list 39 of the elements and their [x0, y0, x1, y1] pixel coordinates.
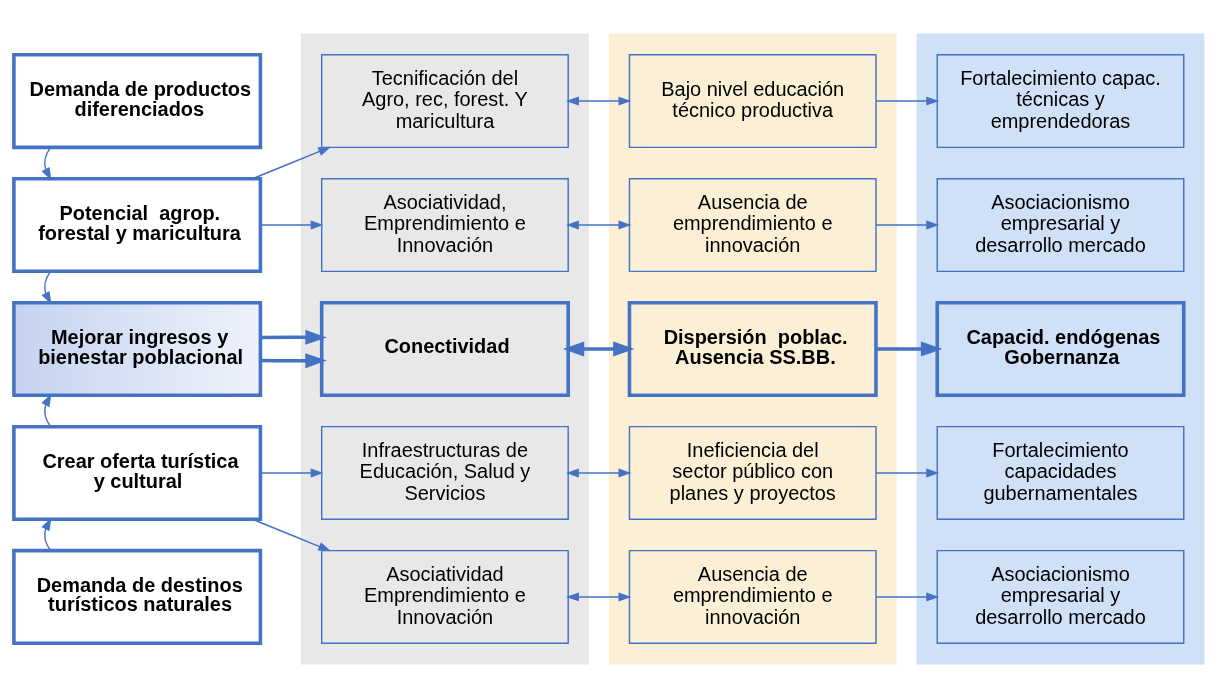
node-box: Bajo nivel educación técnico productiva — [628, 53, 877, 148]
node-box: Crear oferta turística y cultural — [12, 424, 263, 521]
arrow — [566, 96, 632, 106]
arrow — [260, 329, 327, 345]
arrow — [562, 341, 635, 356]
node-box: Infraestructuras de Educación, Salud y Servicios — [320, 425, 569, 520]
node-box: Conectividad — [319, 300, 570, 397]
node-box: Capacid. endógenas Gobernanza — [935, 300, 1186, 397]
node-box: Ausencia de emprendimiento e innovación — [628, 549, 877, 644]
arrow — [41, 146, 52, 180]
arrow — [875, 467, 940, 477]
arrow — [875, 220, 940, 230]
node-box: Asociacionismo empresarial y desarrollo mercado — [936, 177, 1185, 272]
node-box: Demanda de productos diferenciados — [12, 52, 263, 149]
node-box: Ausencia de emprendimiento e innovación — [628, 177, 877, 272]
arrow — [566, 591, 632, 601]
arrow — [566, 467, 632, 477]
node-box: Dispersión poblac. Ausencia SS.BB. — [627, 300, 878, 397]
arrow — [566, 220, 632, 230]
node-box: Asociacionismo empresarial y desarrollo mercado — [936, 549, 1185, 644]
arrow — [41, 270, 52, 304]
node-box: Asociatividad Emprendimiento e Innovación — [320, 549, 569, 644]
cluster — [608, 32, 897, 665]
node-box: Tecnificación del Agro, rec, forest. Y maricultura — [320, 53, 569, 148]
cluster — [301, 32, 589, 665]
arrow — [260, 352, 327, 368]
node-box: Fortalecimiento capacidades gubernamentales — [936, 425, 1185, 520]
arrow — [875, 341, 943, 356]
arrow — [875, 96, 940, 106]
node-box: Ineficiencia del sector público con planes y proyectos — [628, 425, 877, 520]
node-box: Potencial agrop. forestal y maricultura — [12, 176, 263, 273]
node-box: Mejorar ingresos y bienestar poblacional — [12, 300, 263, 397]
arrow — [875, 591, 940, 601]
arrow — [259, 467, 324, 477]
cluster — [916, 32, 1205, 665]
node-box: Fortalecimiento capac. técnicas y emprendedoras — [936, 53, 1185, 148]
node-box: Asociatividad, Emprendimiento e Innovación — [320, 177, 569, 272]
arrow — [259, 220, 324, 230]
node-box: Demanda de destinos turísticos naturales — [12, 548, 263, 645]
